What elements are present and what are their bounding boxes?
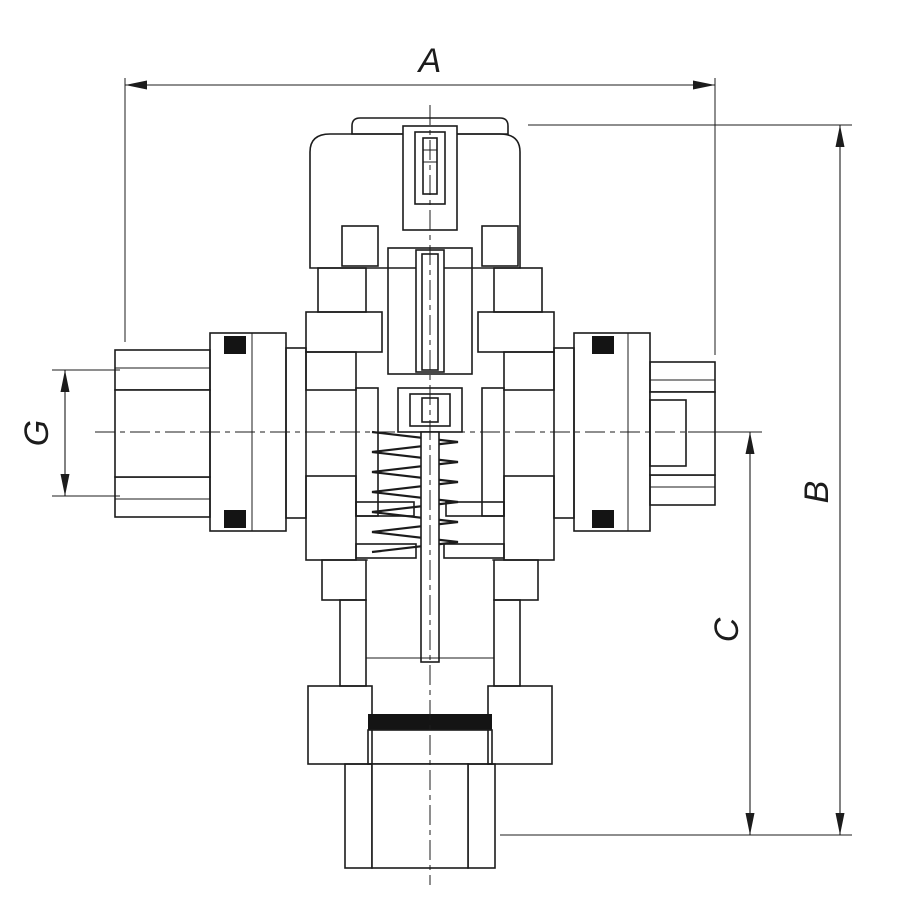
lower-seat-left xyxy=(355,543,417,559)
lower-spring xyxy=(371,430,459,554)
dimension-c: C xyxy=(688,431,762,835)
bottom-union-nut-right xyxy=(487,685,553,765)
body-flange-left xyxy=(305,311,383,353)
dimension-b-arrow-top xyxy=(835,125,845,147)
seat-plate-left xyxy=(355,501,415,517)
right-seal-top xyxy=(592,336,614,354)
bottom-neck-right xyxy=(493,599,521,687)
bottom-neck-left xyxy=(339,599,367,687)
dimension-a-arrow-left xyxy=(125,80,147,90)
bottom-tail-wall-right xyxy=(467,763,496,869)
left-seal-top xyxy=(224,336,246,354)
bottom-transition-left xyxy=(321,559,367,601)
bonnet-left xyxy=(317,267,367,313)
bottom-bore xyxy=(371,763,469,869)
bottom-transition-right xyxy=(493,559,539,601)
knob-insert-left xyxy=(341,225,379,267)
dimension-g-arrow-top xyxy=(60,370,70,392)
knob-insert-right xyxy=(481,225,519,267)
dimension-b-label: B xyxy=(798,481,836,504)
left-spacer xyxy=(285,347,307,519)
lower-seat-right xyxy=(443,543,505,559)
dimension-b-arrow-bottom xyxy=(835,813,845,835)
dimension-a-arrow-right xyxy=(693,80,715,90)
right-seal-bottom xyxy=(592,510,614,528)
dimension-c-label: C xyxy=(708,617,746,642)
bonnet-right xyxy=(493,267,543,313)
dimension-g: G xyxy=(18,369,120,497)
bottom-tail-wall-left xyxy=(344,763,373,869)
dimension-b: B xyxy=(500,124,852,836)
right-bore xyxy=(649,391,716,476)
body-wall-right-upper xyxy=(503,351,555,391)
knob-top-plateau xyxy=(351,117,509,135)
valve-section xyxy=(95,105,735,885)
bottom-port xyxy=(307,559,553,869)
body-wall-right-lower xyxy=(503,475,555,561)
left-bore xyxy=(114,389,211,478)
left-tail-wall-bottom xyxy=(114,476,211,518)
right-tail-wall-top xyxy=(649,361,716,393)
left-tail-wall-top xyxy=(114,349,211,391)
right-spacer xyxy=(553,347,575,519)
dimension-g-arrow-bottom xyxy=(60,474,70,496)
knob-assembly xyxy=(309,117,521,269)
body-flange-right xyxy=(477,311,555,353)
body-wall-left-lower xyxy=(305,475,357,561)
cartridge-sleeve-right xyxy=(481,387,505,517)
dimension-c-arrow-bottom xyxy=(745,813,755,835)
dimension-g-label: G xyxy=(18,420,56,446)
dimension-a: A xyxy=(124,42,716,355)
dimension-c-arrow-top xyxy=(745,432,755,454)
dimensions: A B C G xyxy=(18,42,852,836)
seat-plate-right xyxy=(445,501,505,517)
left-seal-bottom xyxy=(224,510,246,528)
right-tail-wall-bottom xyxy=(649,474,716,506)
dimension-a-label: A xyxy=(417,42,442,80)
right-insert xyxy=(649,399,687,467)
body-wall-left-upper xyxy=(305,351,357,391)
bottom-union-nut-left xyxy=(307,685,373,765)
bottom-gasket xyxy=(368,714,492,730)
centerlines xyxy=(95,105,735,885)
